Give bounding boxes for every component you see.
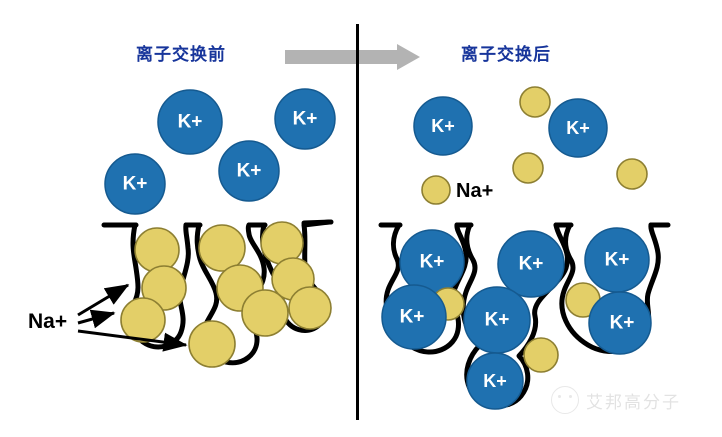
- sodium-ion: [523, 337, 559, 373]
- watermark-label: 艾邦高分子: [586, 392, 681, 412]
- potassium-label: K+: [483, 371, 507, 391]
- sodium-callout: Na+: [28, 283, 188, 352]
- sodium-ion: [512, 152, 544, 184]
- panel-title-before: 离子交换前: [136, 45, 226, 64]
- sodium-ion: [134, 227, 180, 273]
- potassium-label: K+: [610, 313, 635, 334]
- embedded-ions-right: K+ K+ K+ K+ K+: [381, 227, 652, 410]
- potassium-ion: K+: [466, 352, 524, 410]
- callout-arrow: [77, 329, 188, 352]
- after-ion-exchange-panel: K+ K+ Na+ K+: [378, 86, 671, 410]
- potassium-label: K+: [420, 252, 445, 273]
- sodium-ion: [616, 158, 648, 190]
- potassium-label: K+: [293, 109, 318, 130]
- glass-surface-left-seg-4: [301, 219, 334, 226]
- smiley-circle-logo: [551, 386, 579, 414]
- process-arrow: [285, 44, 420, 70]
- sodium-ion: [120, 297, 166, 343]
- potassium-ion: K+: [157, 89, 223, 155]
- before-ion-exchange-panel: K+ K+ K+ K+: [28, 88, 336, 368]
- sodium-callout-label: Na+: [28, 310, 67, 333]
- potassium-ion: K+: [274, 88, 336, 150]
- potassium-ion: K+: [588, 291, 652, 355]
- potassium-ion: K+: [463, 286, 531, 354]
- panel-title-after: 离子交换后: [461, 45, 551, 64]
- potassium-label: K+: [178, 112, 203, 133]
- potassium-label: K+: [431, 116, 455, 136]
- potassium-ion: K+: [399, 229, 465, 295]
- potassium-ion: K+: [584, 227, 650, 293]
- callout-arrow: [77, 283, 130, 317]
- potassium-ion: K+: [497, 230, 565, 298]
- potassium-label: K+: [519, 254, 544, 275]
- potassium-label: K+: [605, 250, 630, 271]
- free-sodium-ions-right: [421, 86, 648, 205]
- potassium-label: K+: [237, 161, 262, 182]
- embedded-sodium-ions-left: [120, 221, 332, 368]
- potassium-ion: K+: [413, 96, 473, 156]
- sodium-ion: [421, 175, 451, 205]
- potassium-ion: K+: [548, 98, 608, 158]
- glass-channel-left-2: [194, 222, 267, 366]
- potassium-ion: K+: [381, 284, 447, 350]
- callout-arrow: [77, 309, 116, 329]
- sodium-ion: [188, 320, 236, 368]
- potassium-label: K+: [400, 307, 425, 328]
- watermark: 艾邦高分子: [551, 386, 681, 414]
- potassium-ion: K+: [218, 140, 280, 202]
- free-potassium-ions-left: K+ K+ K+ K+: [104, 88, 336, 215]
- sodium-ion: [241, 289, 289, 337]
- potassium-label: K+: [485, 310, 510, 331]
- potassium-label: K+: [123, 174, 148, 195]
- potassium-label: K+: [566, 118, 590, 138]
- sodium-ion: [288, 286, 332, 330]
- free-potassium-ions-right: K+ K+: [413, 96, 608, 158]
- sodium-ion: [519, 86, 551, 118]
- sodium-ion: [198, 224, 246, 272]
- glass-channel-right-1: [380, 222, 473, 355]
- sodium-ion: [141, 265, 187, 311]
- potassium-ion: K+: [104, 153, 166, 215]
- sodium-legend-label: Na+: [456, 180, 493, 202]
